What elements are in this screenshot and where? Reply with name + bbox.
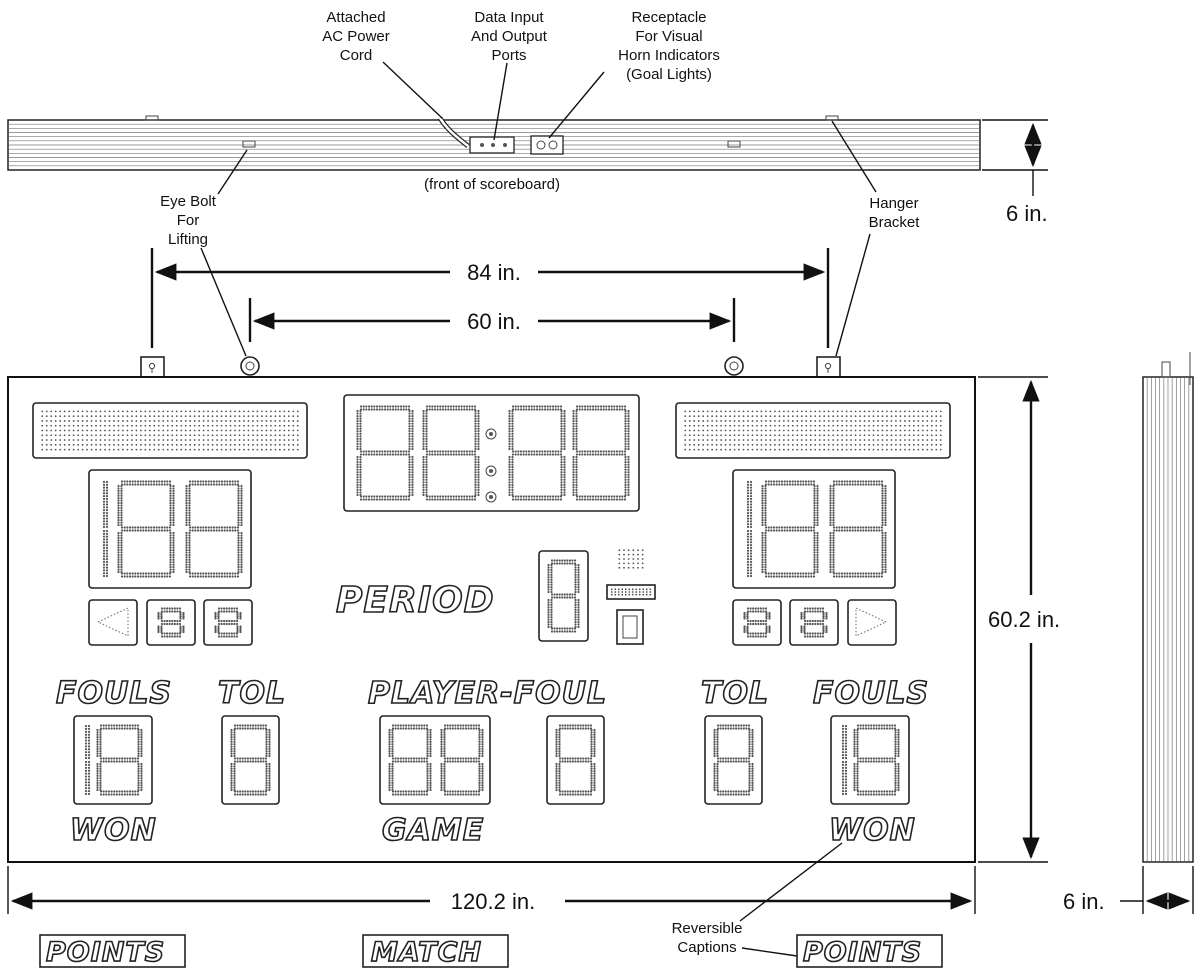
hanger-span-label: 84 in. — [467, 260, 521, 285]
receptacle-line-1: Receptacle — [631, 9, 706, 26]
ac-cord-line-1: Attached — [326, 9, 385, 26]
data-ports-line-3: Ports — [491, 47, 526, 64]
caption-tol-left: TOL — [218, 676, 286, 711]
ac-cord-line-2: AC Power — [322, 28, 390, 45]
caption-won-right: WON — [829, 813, 916, 848]
caption-player-foul: PLAYER-FOUL — [368, 676, 607, 711]
depth-top-label: 6 in. — [1006, 201, 1048, 226]
period-display — [538, 550, 589, 642]
fouls-display-left — [73, 715, 153, 805]
eye-bolt-left — [240, 356, 260, 376]
eyebolt-span-label: 60 in. — [467, 309, 521, 334]
foul-count-display — [546, 715, 605, 805]
dimension-eyebolt-span: 60 in. — [248, 298, 736, 342]
callout-reversible-captions: Reversible Captions — [672, 842, 843, 957]
caption-points-right: POINTS — [803, 937, 922, 968]
bonus-indicator-left-2 — [203, 599, 253, 646]
dimension-side-depth: 6 in. — [1063, 866, 1194, 914]
callout-receptacle: Receptacle For Visual Horn Indicators (G… — [548, 9, 720, 139]
data-ports-line-1: Data Input — [474, 9, 544, 26]
bonus-indicator-right-1 — [732, 599, 782, 646]
front-view: PERIOD FOULS TOL PLAYER-FOUL TOL FOULS W… — [7, 356, 976, 863]
width-label: 120.2 in. — [451, 889, 535, 914]
bonus-indicator-left-1 — [146, 599, 196, 646]
data-ports-line-2: And Output — [471, 28, 548, 45]
front-label: (front of scoreboard) — [424, 176, 560, 193]
callout-hanger-bracket: Hanger Bracket — [831, 120, 921, 357]
score-display-right — [732, 469, 896, 589]
eye-bolt-line-3: Lifting — [168, 231, 208, 248]
caption-fouls-right: FOULS — [813, 676, 929, 711]
possession-arrow-right — [847, 599, 897, 646]
bonus-indicator-right-2 — [789, 599, 839, 646]
spare-captions: POINTS MATCH POINTS — [39, 934, 943, 969]
dimension-top-depth: 6 in. — [982, 119, 1048, 226]
caption-tol-right: TOL — [701, 676, 769, 711]
eye-bolt-right — [724, 356, 744, 376]
reversible-line-2: Captions — [677, 939, 736, 956]
caption-won-left: WON — [70, 813, 157, 848]
callout-ac-power-cord: Attached AC Power Cord — [322, 9, 443, 119]
top-view — [7, 115, 981, 171]
receptacle-line-3: Horn Indicators — [618, 47, 720, 64]
eye-bolt-line-1: Eye Bolt — [160, 193, 217, 210]
receptacle-line-2: For Visual — [635, 28, 702, 45]
height-label: 60.2 in. — [988, 607, 1060, 632]
caption-match: MATCH — [371, 937, 482, 968]
tol-display-left — [221, 715, 280, 805]
caption-period: PERIOD — [336, 580, 495, 621]
team-name-strip-right — [675, 402, 951, 459]
hanger-bracket-left — [140, 356, 165, 378]
possession-arrow-left — [88, 599, 138, 646]
hanger-line-1: Hanger — [869, 195, 918, 212]
hanger-line-2: Bracket — [869, 214, 921, 231]
caption-game: GAME — [382, 813, 484, 848]
horn-indicator — [606, 584, 656, 600]
hanger-bracket-right — [816, 356, 841, 378]
depth-side-label: 6 in. — [1063, 889, 1105, 914]
fouls-display-right — [830, 715, 910, 805]
goal-light-receptacle-front — [616, 609, 644, 645]
callout-eye-bolt: Eye Bolt For Lifting — [160, 149, 248, 357]
eye-bolt-line-2: For — [177, 212, 200, 229]
dimension-hanger-span: 84 in. — [150, 248, 830, 348]
dimension-width: 120.2 in. — [7, 866, 976, 914]
receptacle-line-4: (Goal Lights) — [626, 66, 712, 83]
callout-data-ports: Data Input And Output Ports — [471, 9, 548, 141]
reversible-line-1: Reversible — [672, 920, 743, 937]
ac-cord-line-3: Cord — [340, 47, 373, 64]
tol-display-right — [704, 715, 763, 805]
dimension-height: 60.2 in. — [978, 376, 1060, 863]
team-name-strip-left — [32, 402, 308, 459]
caption-fouls-left: FOULS — [56, 676, 172, 711]
caption-points-left: POINTS — [46, 937, 165, 968]
side-view — [1142, 352, 1194, 863]
player-number-display — [379, 715, 491, 805]
score-display-left — [88, 469, 252, 589]
game-clock-display — [343, 394, 640, 512]
